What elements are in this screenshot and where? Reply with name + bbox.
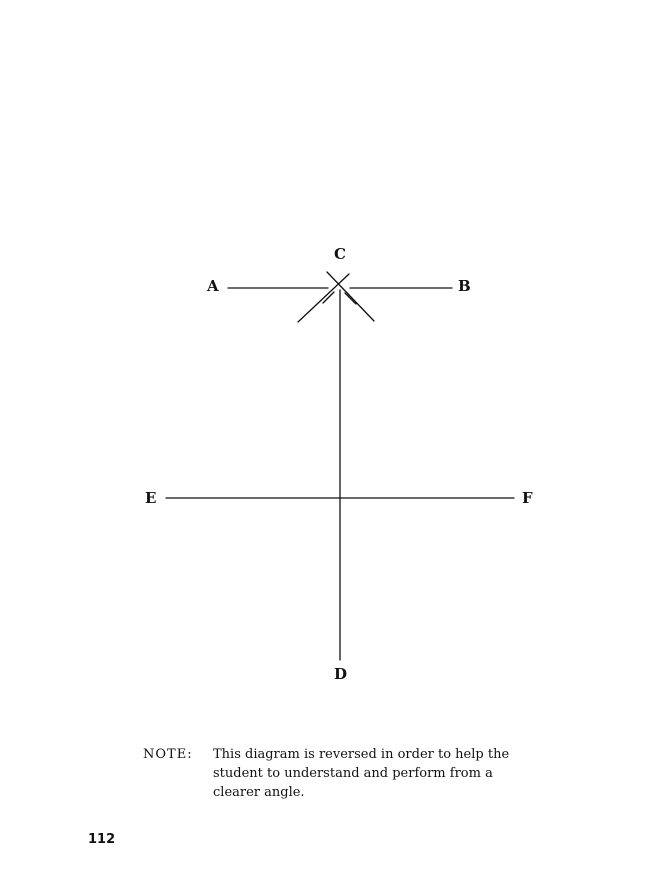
page-number: 112 xyxy=(88,832,116,847)
point-label-f: F xyxy=(522,489,533,507)
arc-mark-c-3 xyxy=(322,291,335,304)
point-label-a: A xyxy=(207,277,219,295)
arc-mark-c-2 xyxy=(297,273,350,323)
arc-mark-c-1 xyxy=(326,271,375,322)
note-text: This diagram is reversed in order to hel… xyxy=(213,747,510,800)
point-label-d: D xyxy=(334,665,348,683)
note-key: NOTE: xyxy=(143,747,193,762)
point-label-c: C xyxy=(334,245,346,263)
point-label-b: B xyxy=(458,277,471,295)
arc-mark-c-4 xyxy=(344,292,357,305)
point-label-e: E xyxy=(145,489,157,507)
